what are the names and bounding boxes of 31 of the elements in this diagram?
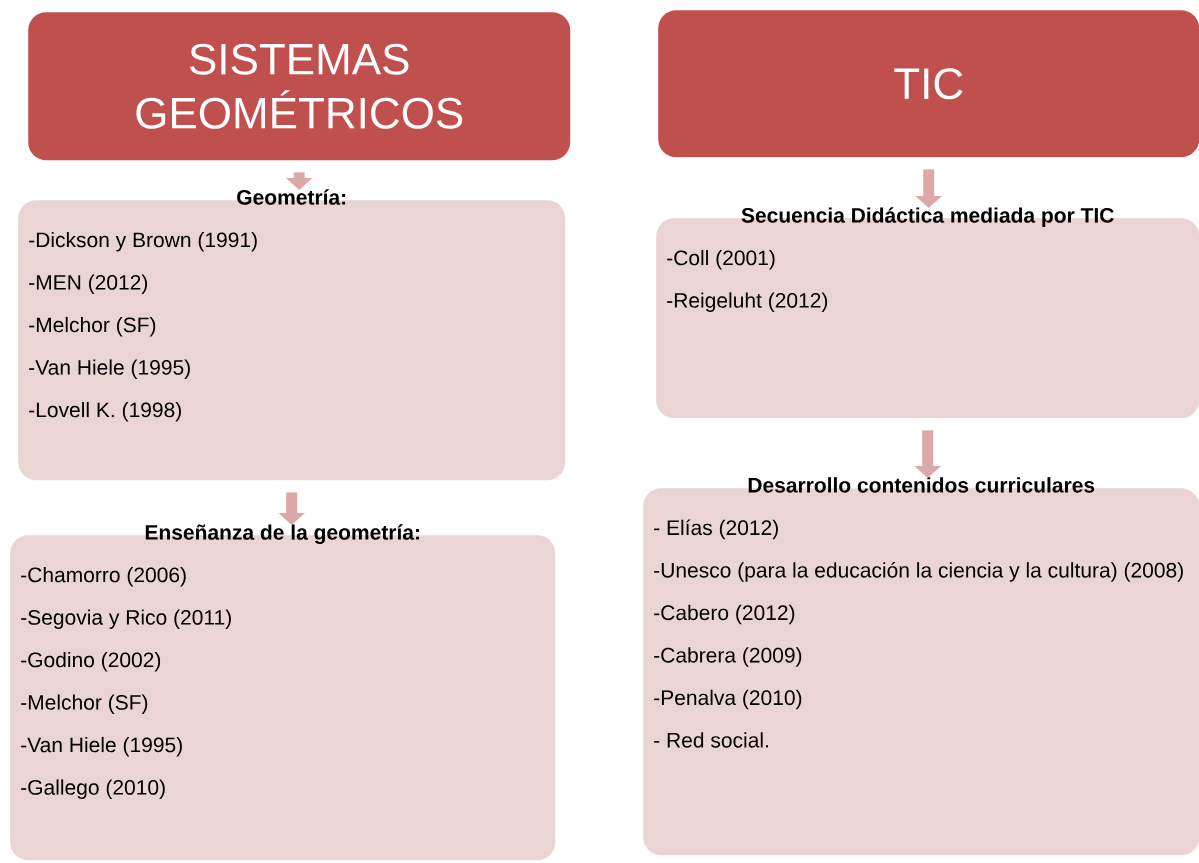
content-card xyxy=(18,189,566,481)
reference: -Gallego (2010) xyxy=(21,779,165,799)
heading: TIC xyxy=(894,68,963,100)
content-card xyxy=(643,477,1199,856)
reference: -Cabrera (2009) xyxy=(654,647,802,667)
heading: Enseñanza de la geometría: xyxy=(145,524,419,545)
reference: -Coll (2001) xyxy=(667,249,775,270)
header-box xyxy=(28,12,571,161)
reference: -Cabero (2012) xyxy=(654,604,795,625)
reference: - Elías (2012) xyxy=(654,519,778,540)
reference: -MEN (2012) xyxy=(29,274,148,294)
reference: -Van Hiele (1995) xyxy=(21,736,182,757)
content-card xyxy=(10,524,556,861)
reference: -Segovia y Rico (2011) xyxy=(21,609,231,629)
heading: SISTEMAS GEOMÉTRICOS xyxy=(136,43,463,129)
content-card xyxy=(656,207,1199,419)
reference: -Melchor (SF) xyxy=(29,316,156,337)
header-box xyxy=(658,10,1199,158)
heading: Secuencia Didáctica mediada por TIC xyxy=(741,207,1114,227)
reference: -Dickson y Brown (1991) xyxy=(29,231,257,252)
reference: -Penalva (2010) xyxy=(654,689,802,710)
reference: -Godino (2002) xyxy=(21,651,161,672)
heading: Geometría: xyxy=(237,189,346,205)
heading: Desarrollo contenidos curriculares xyxy=(748,477,1095,493)
reference: -Unesco (para la educación la ciencia y la cultura) (2008) xyxy=(654,561,1183,582)
reference: - Red social. xyxy=(654,732,768,748)
reference: -Van Hiele (1995) xyxy=(29,359,190,379)
reference: -Chamorro (2006) xyxy=(21,566,186,587)
reference: -Reigeluht (2012) xyxy=(667,292,828,312)
reference: -Melchor (SF) xyxy=(21,694,148,714)
reference: -Lovell K. (1998) xyxy=(29,401,181,422)
